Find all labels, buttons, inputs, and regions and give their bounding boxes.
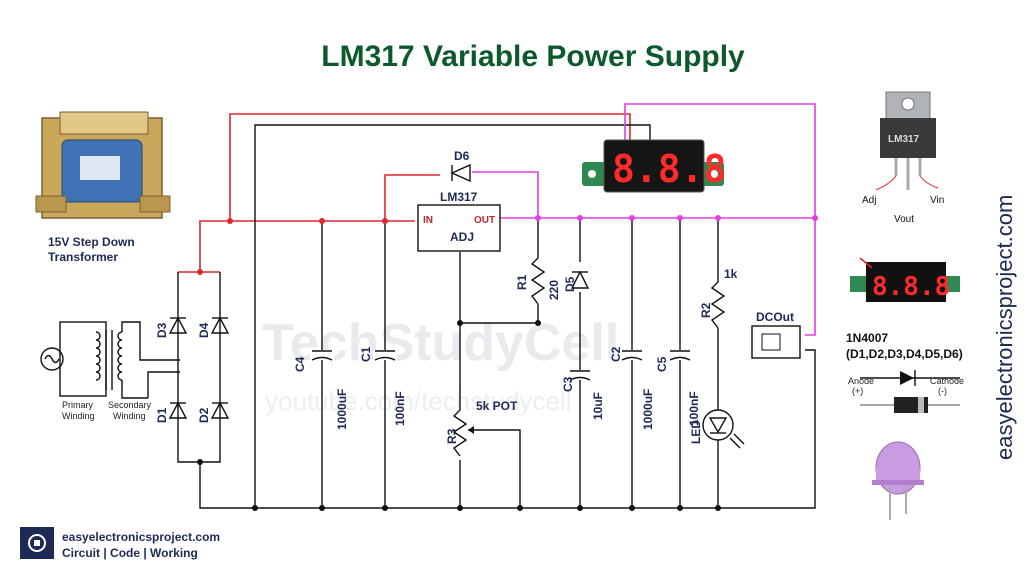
d4-label: D4 xyxy=(197,322,211,338)
c2-value: 1000uF xyxy=(641,389,655,430)
wire-ground-meter xyxy=(254,124,651,508)
r3-value: 5k POT xyxy=(476,399,518,413)
c5-capacitor xyxy=(668,350,692,361)
secondary-label-2: Winding xyxy=(113,411,146,421)
transformer-caption-2: Transformer xyxy=(48,250,118,264)
bridge-rectifier xyxy=(168,316,230,419)
anode-sign: (+) xyxy=(852,386,863,396)
r1-label: R1 xyxy=(515,274,529,290)
side-website: easyelectronicsproject.com xyxy=(992,195,1017,460)
voltmeter-display: 8.8.8 xyxy=(612,147,726,191)
led-symbol xyxy=(702,409,745,449)
wire-ground-rail xyxy=(199,349,816,509)
wire-dcout-pink xyxy=(805,218,816,336)
transformer-caption-1: 15V Step Down xyxy=(48,235,135,249)
wire-pot-wiper xyxy=(485,429,521,508)
d3-label: D3 xyxy=(155,322,169,338)
junctions-red xyxy=(197,218,388,275)
wire-bridge-box xyxy=(177,272,221,463)
c5-value: 100nF xyxy=(687,391,701,426)
r2-value: 1k xyxy=(724,267,738,281)
c4-label: C4 xyxy=(293,356,307,372)
cathode-sign: (-) xyxy=(938,386,947,396)
diode-symbol xyxy=(860,370,960,413)
wire-secondary xyxy=(147,371,180,398)
transformer-image xyxy=(35,111,171,219)
page-title: LM317 Variable Power Supply xyxy=(321,40,745,73)
pkg-adj: Adj xyxy=(862,195,876,206)
d5-diode xyxy=(570,262,590,292)
r2-resistor xyxy=(710,281,726,329)
c4-capacitor xyxy=(310,350,334,361)
diode-title: 1N4007 xyxy=(846,331,888,345)
d2-label: D2 xyxy=(197,407,211,423)
wire-input-red-1 xyxy=(199,113,631,272)
c1-value: 100nF xyxy=(393,391,407,426)
dcout-socket xyxy=(761,333,781,351)
anode-label: Anode xyxy=(848,376,874,386)
d5-label: D5 xyxy=(563,276,577,292)
led-picture xyxy=(872,441,924,520)
r3-label: R3 xyxy=(445,428,459,444)
transformer-symbol xyxy=(40,321,180,399)
lm317-label: LM317 xyxy=(440,190,478,204)
wire-meter-pink xyxy=(624,103,816,218)
led-label: LED xyxy=(689,420,703,444)
pkg-vout: Vout xyxy=(894,214,914,225)
voltmeter-thumbnail xyxy=(850,257,960,302)
c1-capacitor xyxy=(373,350,397,361)
dcout-label: DCOut xyxy=(756,310,794,324)
primary-label-1: Primary xyxy=(62,400,93,410)
watermark-url: youtube.com/techstudycell xyxy=(265,386,571,416)
c3-value: 10uF xyxy=(591,392,605,420)
lm317-package xyxy=(875,91,939,191)
cathode-label: Cathode xyxy=(930,376,964,386)
pkg-vin: Vin xyxy=(930,195,944,206)
lm317-body xyxy=(417,204,501,252)
lm317-pin-adj: ADJ xyxy=(450,230,474,244)
c2-label: C2 xyxy=(609,346,623,362)
c3-capacitor xyxy=(568,370,592,381)
c2-capacitor xyxy=(620,350,644,361)
c1-label: C1 xyxy=(359,346,373,362)
d1-label: D1 xyxy=(155,407,169,423)
junctions-pink xyxy=(535,215,818,221)
c5-label: C5 xyxy=(655,356,669,372)
brand-logo xyxy=(20,527,54,559)
r1-resistor xyxy=(530,257,546,305)
watermark-text: TechStudyCell xyxy=(262,314,619,372)
wire-d6-cathode xyxy=(384,174,440,221)
wire-d6-anode xyxy=(472,171,539,218)
secondary-label-1: Secondary xyxy=(108,400,152,410)
lm317-pin-in: IN xyxy=(423,215,433,226)
d6-diode xyxy=(450,163,471,183)
brand-site: easyelectronicsproject.com xyxy=(62,530,220,544)
r3-potentiometer xyxy=(450,409,485,460)
primary-label-2: Winding xyxy=(62,411,95,421)
r1-value: 220 xyxy=(547,280,561,300)
brand-tagline: Circuit | Code | Working xyxy=(62,546,198,560)
d6-label: D6 xyxy=(454,149,470,163)
voltmeter-module xyxy=(582,139,724,193)
lm317-package-label: LM317 xyxy=(888,134,920,145)
c3-label: C3 xyxy=(561,376,575,392)
junctions xyxy=(197,320,721,511)
c4-value: 1000uF xyxy=(335,389,349,430)
r2-label: R2 xyxy=(699,302,713,318)
diode-list: (D1,D2,D3,D4,D5,D6) xyxy=(846,347,963,361)
lm317-pin-out: OUT xyxy=(474,215,495,226)
voltmeter-thumb-display: 8.8.8 xyxy=(872,272,950,302)
